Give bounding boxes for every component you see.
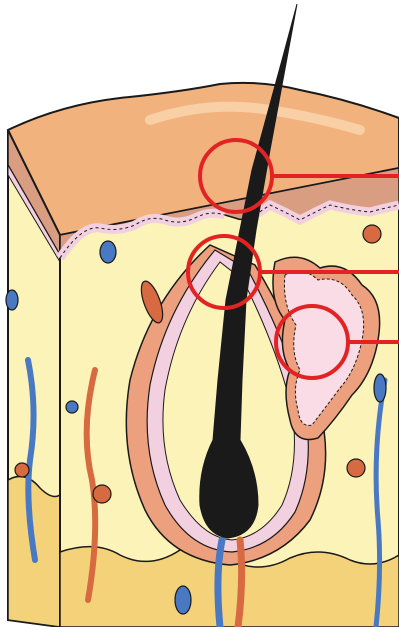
blue-cell bbox=[66, 401, 78, 413]
red-cell bbox=[347, 459, 365, 477]
blue-cell bbox=[6, 290, 18, 310]
blue-cell bbox=[100, 241, 116, 263]
blue-cell bbox=[374, 374, 386, 402]
red-cell bbox=[15, 463, 29, 477]
blue-vessel-center bbox=[218, 540, 222, 627]
red-cell bbox=[93, 485, 111, 503]
red-vessel-center bbox=[238, 540, 242, 627]
red-cell bbox=[363, 225, 381, 243]
blue-cell bbox=[175, 586, 191, 614]
